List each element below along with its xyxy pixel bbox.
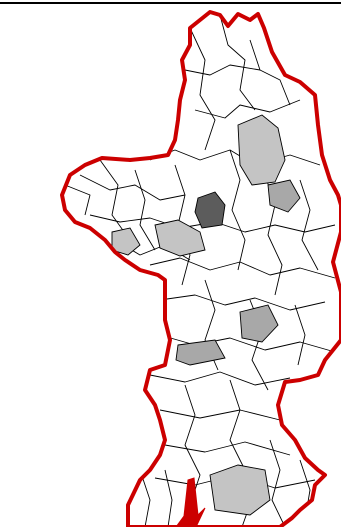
municipality-highlight bbox=[239, 304, 279, 343]
municipality-line bbox=[134, 169, 156, 251]
municipality-highlight bbox=[154, 219, 206, 257]
municipality-line bbox=[149, 371, 291, 386]
location-marker-arrow bbox=[175, 477, 206, 527]
municipality-line bbox=[229, 149, 246, 271]
municipality-highlight bbox=[209, 464, 271, 516]
municipality-line bbox=[249, 39, 291, 106]
municipality-line bbox=[184, 64, 261, 76]
region-boundary bbox=[60, 10, 341, 527]
municipality-line bbox=[229, 379, 246, 471]
municipality-line bbox=[299, 179, 319, 271]
municipality-line bbox=[189, 27, 216, 151]
municipality-line bbox=[149, 257, 336, 279]
municipality-line bbox=[164, 441, 291, 456]
municipality-grid bbox=[64, 14, 336, 527]
municipality-line bbox=[139, 469, 151, 527]
municipality-line bbox=[269, 439, 286, 527]
municipality-line bbox=[64, 184, 91, 216]
municipality-line bbox=[164, 469, 173, 527]
municipality-line bbox=[219, 14, 256, 111]
municipality-highlight bbox=[175, 339, 226, 366]
municipality-line bbox=[194, 99, 301, 119]
municipality-highlight bbox=[267, 179, 301, 213]
municipality-highlight bbox=[194, 191, 226, 229]
municipality-line bbox=[294, 304, 306, 366]
municipality-line bbox=[159, 409, 281, 421]
municipality-highlight bbox=[237, 114, 286, 186]
municipality-line bbox=[79, 174, 186, 201]
municipality-line bbox=[99, 159, 131, 241]
